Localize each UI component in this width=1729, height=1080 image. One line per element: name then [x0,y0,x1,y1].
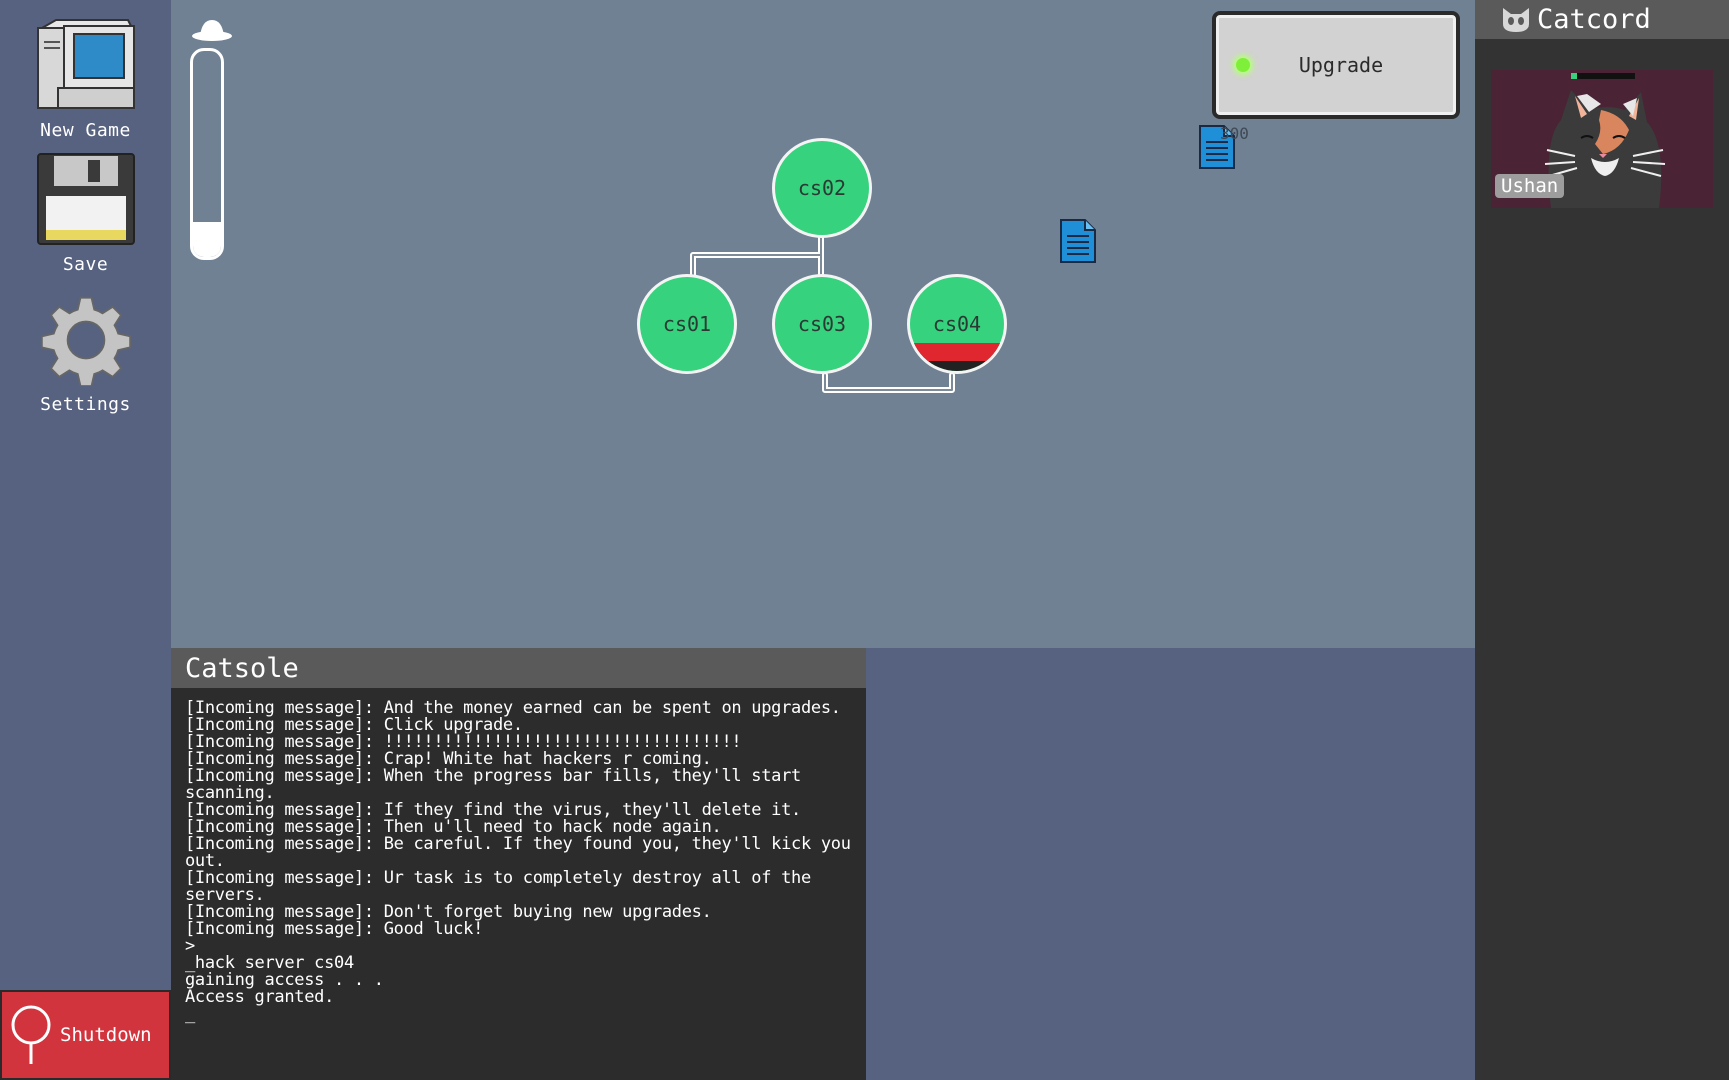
terminal-log[interactable]: [Incoming message]: And the money earned… [171,688,866,1080]
scan-progress-fill [193,221,221,257]
catcord-panel: Catcord Ushan [1475,0,1729,1080]
catsole-header: Catsole [171,648,866,688]
node-label: cs01 [662,312,712,336]
shutdown-button[interactable]: Shutdown [0,990,171,1080]
terminal-line: [Incoming message]: Then u'll need to ha… [185,817,722,837]
document-icon[interactable] [1198,124,1236,170]
catsole-title: Catsole [185,652,299,684]
server-node-cs04[interactable]: cs04 [907,274,1007,374]
computer-icon [36,19,135,109]
cat-avatar [1544,90,1666,208]
upgrade-label: Upgrade [1298,53,1384,77]
node-label: cs02 [797,176,847,200]
settings-button[interactable]: Settings [0,294,171,415]
node-damage-bar [910,342,1004,371]
terminal-line: [Incoming message]: Click upgrade. [185,715,523,735]
server-node-cs01[interactable]: cs01 [637,274,737,374]
money-amount: 300 [1220,124,1249,143]
scan-progress-bar [190,48,224,260]
terminal-line: [Incoming message]: !!!!!!!!!!!!!!!!!!!!… [185,732,742,752]
catsole-terminal[interactable]: Catsole [Incoming message]: And the mone… [171,648,866,1080]
new-game-button[interactable]: New Game [0,18,171,141]
white-hat-icon [192,20,232,41]
terminal-line: _ [185,1004,195,1024]
shutdown-label: Shutdown [60,1024,152,1046]
terminal-line: [Incoming message]: Be careful. If they … [185,834,861,871]
new-game-label: New Game [40,120,131,141]
node-label: cs04 [932,312,982,336]
terminal-line: gaining access . . . [185,970,384,990]
document-icon[interactable] [1059,218,1097,264]
floppy-disk-icon [36,153,135,245]
desktop-sidebar: New Game Save Settings Shutdown [0,0,171,1080]
catcord-header: Catcord [1475,0,1729,39]
terminal-line: [Incoming message]: Ur task is to comple… [185,868,821,905]
terminal-line: [Incoming message]: When the progress ba… [185,766,811,803]
terminal-line: _hack server cs04 [185,953,354,973]
server-node-cs02[interactable]: cs02 [772,138,872,238]
gear-icon [40,296,131,387]
contact-card[interactable]: Ushan [1491,70,1713,208]
terminal-line: Access granted. [185,987,335,1007]
terminal-line: [Incoming message]: And the money earned… [185,698,841,718]
settings-label: Settings [40,394,131,415]
catcord-title: Catcord [1537,4,1651,35]
terminal-line: [Incoming message]: Crap! White hat hack… [185,749,712,769]
power-icon [11,1005,51,1064]
scan-progress-widget [190,16,234,262]
terminal-line: [Incoming message]: Don't forget buying … [185,902,712,922]
terminal-line: [Incoming message]: If they find the vir… [185,800,801,820]
contact-status-bar [1571,73,1635,79]
terminal-line: [Incoming message]: Good luck! [185,919,484,939]
node-label: cs03 [797,312,847,336]
cat-head-icon [1503,7,1529,32]
status-light-icon [1236,58,1250,72]
upgrade-button[interactable]: Upgrade [1212,11,1460,119]
terminal-line: > [185,936,195,956]
save-label: Save [62,254,109,275]
save-button[interactable]: Save [0,152,171,275]
contact-name: Ushan [1495,174,1565,198]
server-node-cs03[interactable]: cs03 [772,274,872,374]
